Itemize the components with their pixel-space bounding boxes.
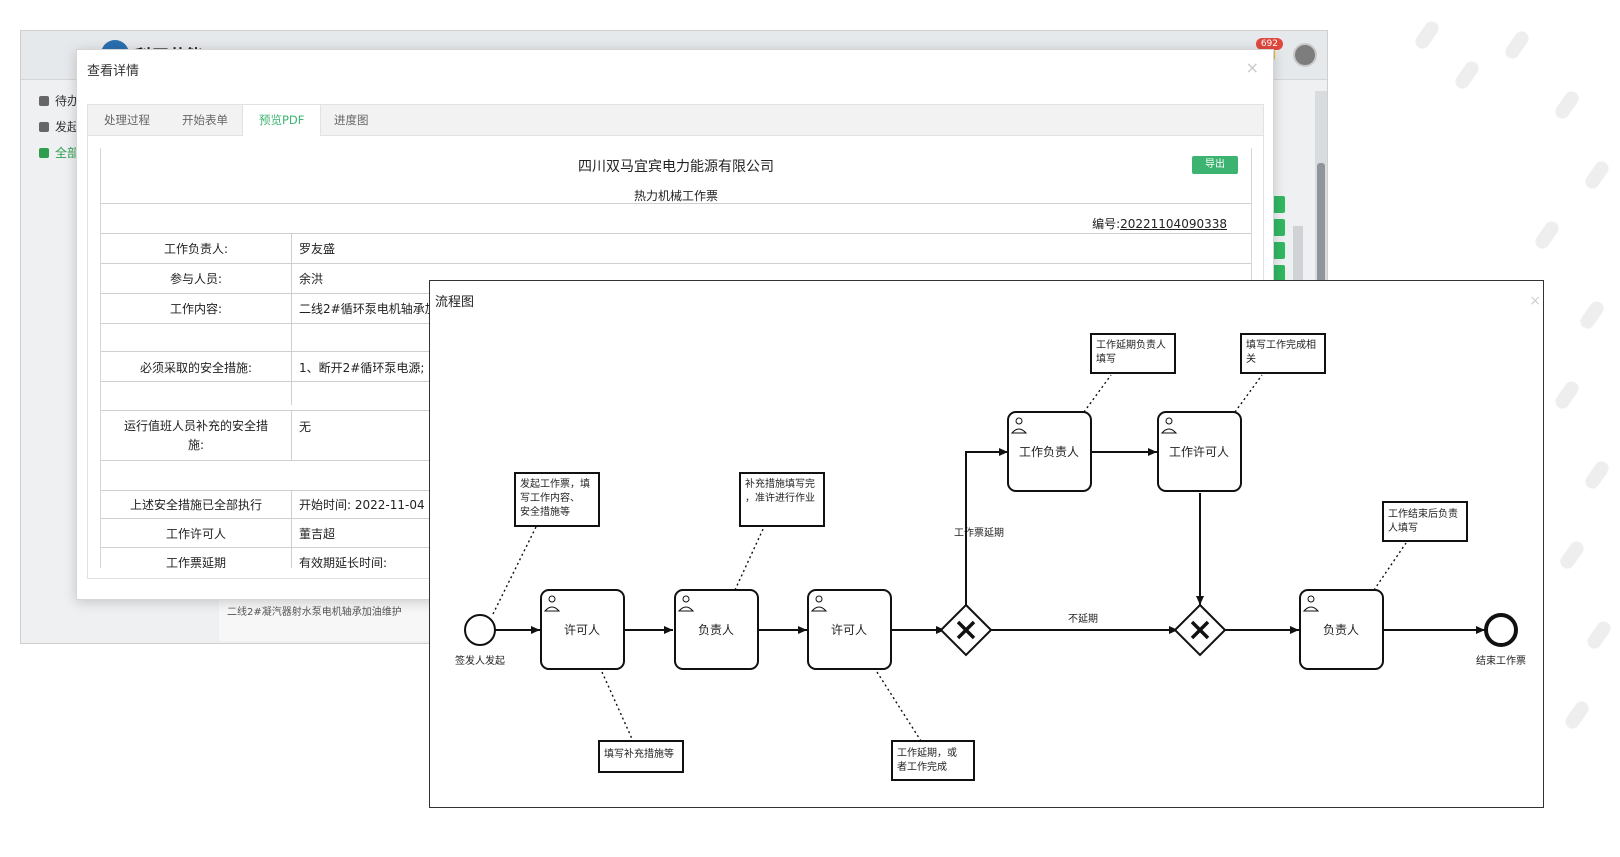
tab-bar: 处理过程 开始表单 预览PDF 进度图 xyxy=(88,105,1263,136)
row-action-button[interactable] xyxy=(1271,265,1285,282)
book-icon xyxy=(39,148,49,158)
annotation-start: 发起工作票，填 写工作内容、 安全措施等 xyxy=(514,472,600,527)
task-license-1[interactable]: 许可人 xyxy=(540,589,625,670)
task-work-licensor[interactable]: 工作许可人 xyxy=(1157,411,1242,492)
annotation-text: 工作延期，或 者工作完成 xyxy=(897,747,960,773)
tab-process[interactable]: 处理过程 xyxy=(104,113,150,127)
end-event-label: 结束工作票 xyxy=(1476,654,1526,667)
flow-title: 流程图 xyxy=(435,295,475,310)
annotation-text: 工作结束后负责 人填写 xyxy=(1388,507,1461,534)
annotation-text: 填写工作完成相 关 xyxy=(1246,338,1319,365)
field-value: 无 xyxy=(299,420,312,434)
divider xyxy=(101,263,1251,264)
field-value: 罗友盛 xyxy=(299,242,336,256)
divider xyxy=(291,410,292,460)
annotation-completion: 填写工作完成相 关 xyxy=(1240,333,1326,374)
flow-arrow xyxy=(965,448,1008,609)
task-label: 工作许可人 xyxy=(1169,445,1229,459)
sidebar-item-all[interactable]: 全部 xyxy=(39,144,79,161)
divider xyxy=(291,233,292,405)
sidebar-item-todo[interactable]: 待办 xyxy=(39,92,79,109)
field-value: 有效期延长时间: xyxy=(299,556,388,568)
annotation-text: 补充措施填写完 ，准许进行作业 xyxy=(745,477,818,504)
annotation-delay-responsible: 工作延期负责人 填写 xyxy=(1090,333,1176,374)
tab-progress-chart[interactable]: 进度图 xyxy=(334,113,369,127)
field-label: 工作票延期 xyxy=(165,556,226,568)
annotation-text: 工作延期负责人 填写 xyxy=(1096,338,1169,365)
send-icon xyxy=(39,122,49,132)
serial-number: 编号:20221104090338 xyxy=(1092,215,1227,232)
list-scrollbar[interactable] xyxy=(1293,226,1303,326)
serial-label: 编号: xyxy=(1092,217,1121,231)
sidebar-item-label: 全部 xyxy=(55,146,80,160)
close-icon[interactable]: × xyxy=(1245,58,1259,77)
divider xyxy=(101,203,1251,204)
field-label: 工作负责人: xyxy=(163,242,229,256)
field-label: 运行值班人员补充的安全措施: xyxy=(123,419,268,452)
task-license-2[interactable]: 许可人 xyxy=(807,589,892,670)
task-responsible-2[interactable]: 负责人 xyxy=(1299,589,1384,670)
company-name: 四川双马宜宾电力能源有限公司 xyxy=(578,159,774,175)
tab-start-form[interactable]: 开始表单 xyxy=(182,113,228,127)
user-avatar[interactable] xyxy=(1293,43,1317,67)
annotation-text: 发起工作票，填 写工作内容、 安全措施等 xyxy=(520,477,593,518)
annotation-permit-work: 补充措施填写完 ，准许进行作业 xyxy=(739,472,825,527)
divider xyxy=(291,490,292,568)
sequence-flows xyxy=(495,448,1485,634)
flow-diagram: 签发人发起 结束工作票 许可人 负责人 许可人 工作负责人 工作许可 xyxy=(455,333,1526,781)
serial-value: 20221104090338 xyxy=(1120,217,1227,231)
exclusive-gateway-split[interactable] xyxy=(939,603,993,657)
close-icon[interactable]: × xyxy=(1529,293,1541,309)
associations xyxy=(492,374,1407,742)
sidebar-item-initiate[interactable]: 发起 xyxy=(39,118,79,135)
field-value: 二线2#循环泵电机轴承加 xyxy=(299,302,437,316)
task-label: 负责人 xyxy=(698,623,734,637)
field-value: 开始时间: 2022-11-04 1 xyxy=(299,498,437,512)
export-button[interactable]: 导出 xyxy=(1192,156,1238,174)
start-event[interactable] xyxy=(464,614,496,646)
sidebar-item-label: 发起 xyxy=(55,120,80,134)
edge-label-extend: 工作票延期 xyxy=(954,527,1004,539)
annotation-supplement: 填写补充措施等 xyxy=(598,740,684,773)
annotation-end-responsible: 工作结束后负责 人填写 xyxy=(1382,501,1468,542)
field-label: 必须采取的安全措施: xyxy=(139,361,253,375)
field-value: 1、断开2#循环泵电源; xyxy=(299,361,425,375)
field-label: 参与人员: xyxy=(169,272,223,286)
task-responsible-1[interactable]: 负责人 xyxy=(674,589,759,670)
task-label: 许可人 xyxy=(564,623,600,637)
end-event[interactable] xyxy=(1484,613,1518,647)
field-value: 董吉超 xyxy=(299,527,336,541)
list-item[interactable]: 二线2#凝汽器射水泵电机轴承加油维护 xyxy=(227,607,402,618)
flow-diagram-panel: 流程图 × xyxy=(429,280,1544,808)
start-event-label: 签发人发起 xyxy=(455,654,505,667)
row-action-button[interactable] xyxy=(1271,196,1285,213)
annotation-delay-or-done: 工作延期，或 者工作完成 xyxy=(891,740,975,781)
modal-title: 查看详情 xyxy=(87,64,140,79)
row-action-button[interactable] xyxy=(1271,242,1285,259)
edge-label-no-extend: 不延期 xyxy=(1068,613,1098,625)
task-work-responsible[interactable]: 工作负责人 xyxy=(1007,411,1092,492)
user-icon xyxy=(39,96,49,106)
field-value: 余洪 xyxy=(299,272,324,286)
task-label: 工作负责人 xyxy=(1019,445,1079,459)
exclusive-gateway-merge[interactable] xyxy=(1173,603,1227,657)
row-action-button[interactable] xyxy=(1271,219,1285,236)
task-label: 许可人 xyxy=(831,623,867,637)
divider xyxy=(101,233,1251,234)
sidebar-item-label: 待办 xyxy=(55,94,80,108)
tab-preview-pdf[interactable]: 预览PDF xyxy=(242,105,322,136)
task-label: 负责人 xyxy=(1323,623,1359,637)
field-label: 工作内容: xyxy=(169,302,223,316)
ticket-title: 热力机械工作票 xyxy=(633,189,718,203)
notification-badge: 692 xyxy=(1255,38,1283,50)
annotation-text: 填写补充措施等 xyxy=(604,747,674,760)
field-label: 工作许可人 xyxy=(165,527,226,541)
field-label: 上述安全措施已全部执行 xyxy=(129,498,262,512)
